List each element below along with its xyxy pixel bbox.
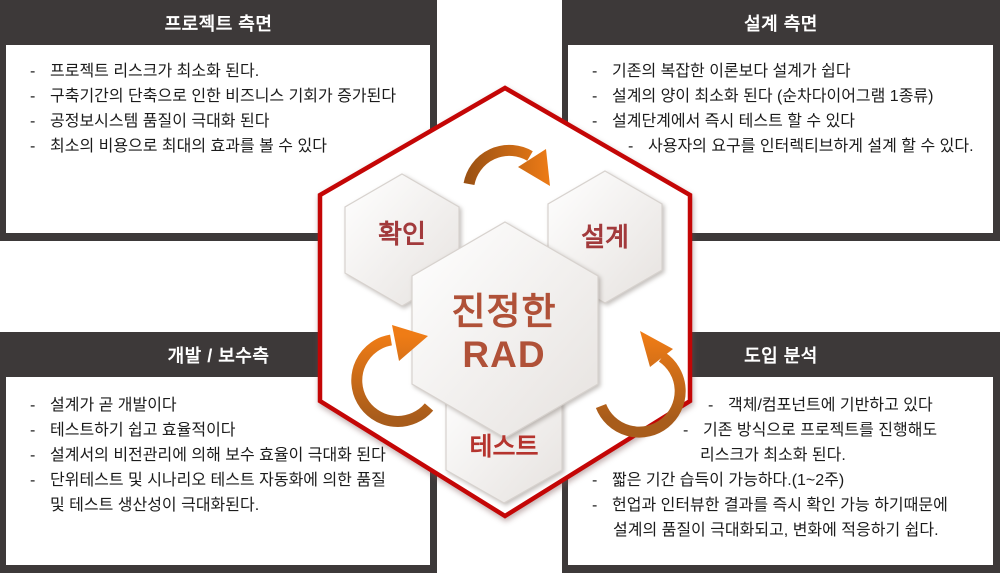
list-item-text: 최소의 비용으로 최대의 효과를 볼 수 있다: [50, 138, 327, 155]
center-rad-label-line2: RAD: [462, 334, 545, 375]
list-item-text: 설계가 곧 개발이다: [50, 397, 177, 414]
list-item: -단위테스트 및 시나리오 테스트 자동화에 의한 품질: [30, 468, 424, 493]
list-item-continuation: 및 테스트 생산성이 극대화된다.: [30, 493, 424, 518]
bullet-dash: -: [30, 447, 36, 464]
bullet-dash: -: [30, 113, 36, 130]
list-item-text: 설계의 양이 최소화 된다 (순차다이어그램 1종류): [612, 88, 934, 105]
panel-project-header: 프로젝트 측면: [0, 0, 437, 45]
list-item-text: 설계서의 비전관리에 의해 보수 효율이 극대화 된다: [50, 447, 386, 464]
panel-dev-header: 개발 / 보수측: [0, 332, 437, 377]
panel-project-content: -프로젝트 리스크가 최소화 된다. -구축기간의 단축으로 인한 비즈니스 기…: [6, 45, 430, 233]
bullet-dash: -: [30, 88, 36, 105]
list-item-text: 구축기간의 단축으로 인한 비즈니스 기회가 증가된다: [50, 88, 397, 105]
list-item: -기존 방식으로 프로젝트를 진행해도: [683, 418, 987, 443]
bullet-dash: -: [30, 422, 36, 439]
list-item-text: 기존의 복잡한 이론보다 설계가 쉽다: [612, 63, 851, 80]
list-item-text: 프로젝트 리스크가 최소화 된다.: [50, 63, 260, 80]
list-item: -사용자의 요구를 인터렉티브하게 설계 할 수 있다.: [628, 134, 987, 159]
list-item-text: 기존 방식으로 프로젝트를 진행해도: [703, 422, 938, 439]
hexagon-center-rad: [411, 221, 599, 439]
bullet-dash: -: [683, 422, 689, 439]
list-item-continuation: 설계의 품질이 극대화되고, 변화에 적응하기 쉽다.: [593, 518, 987, 543]
bullet-dash: -: [592, 63, 598, 80]
bullet-dash: -: [592, 497, 598, 514]
list-item: -구축기간의 단축으로 인한 비즈니스 기회가 증가된다: [30, 84, 424, 109]
list-item: -기존의 복잡한 이론보다 설계가 쉽다: [592, 59, 987, 84]
center-rad-label-line1: 진정한: [451, 291, 556, 332]
bullet-dash: -: [592, 113, 598, 130]
list-item-text: 헌업과 인터뷰한 결과를 즉시 확인 가능 하기때문에: [612, 497, 948, 514]
list-item-text: 짧은 기간 습득이 가능하다.(1~2주): [612, 472, 845, 489]
node-test-label: 테스트: [469, 433, 538, 461]
cycle-arrow-left: [351, 325, 434, 427]
bullet-dash: -: [30, 63, 36, 80]
list-item: -짧은 기간 습득이 가능하다.(1~2주): [592, 468, 987, 493]
list-item: -설계단계에서 즉시 테스트 할 수 있다: [592, 109, 987, 134]
bullet-dash: -: [592, 88, 598, 105]
cycle-arrow-top: [463, 144, 550, 186]
list-item: -설계가 곧 개발이다: [30, 393, 424, 418]
list-item: -객체/컴포넌트에 기반하고 있다: [708, 393, 987, 418]
list-item-text: 객체/컴포넌트에 기반하고 있다: [728, 397, 933, 414]
list-item-text: 설계의 품질이 극대화되고, 변화에 적응하기 쉽다.: [613, 522, 939, 539]
list-item: -설계의 양이 최소화 된다 (순차다이어그램 1종류): [592, 84, 987, 109]
bullet-dash: -: [592, 472, 598, 489]
panel-project-aspect: 프로젝트 측면 -프로젝트 리스크가 최소화 된다. -구축기간의 단축으로 인…: [0, 0, 437, 241]
list-item-text: 리스크가 최소화 된다.: [700, 447, 846, 464]
cycle-arrow-right: [595, 331, 686, 438]
bullet-dash: -: [708, 397, 714, 414]
panel-design-header: 설계 측면: [562, 0, 1000, 45]
bullet-dash: -: [30, 138, 36, 155]
panel-intro-header: 도입 분석: [562, 332, 1000, 377]
list-item-text: 단위테스트 및 시나리오 테스트 자동화에 의한 품질: [50, 472, 386, 489]
arrowhead-icon: [640, 331, 673, 367]
list-item: -설계서의 비전관리에 의해 보수 효율이 극대화 된다: [30, 443, 424, 468]
panel-dev-title: 개발 / 보수측: [167, 345, 270, 366]
list-item: -프로젝트 리스크가 최소화 된다.: [30, 59, 424, 84]
list-item: -공정보시스템 품질이 극대화 된다: [30, 109, 424, 134]
arrowhead-icon: [392, 325, 428, 361]
list-item-text: 설계단계에서 즉시 테스트 할 수 있다: [612, 113, 856, 130]
bullet-dash: -: [628, 138, 634, 155]
list-item-continuation: 리스크가 최소화 된다.: [680, 443, 987, 468]
panel-intro-title: 도입 분석: [744, 345, 818, 366]
panel-design-title: 설계 측면: [744, 13, 818, 34]
list-item: -최소의 비용으로 최대의 효과를 볼 수 있다: [30, 134, 424, 159]
bullet-dash: -: [30, 472, 36, 489]
list-item-text: 사용자의 요구를 인터렉티브하게 설계 할 수 있다.: [648, 138, 974, 155]
list-item-text: 테스트하기 쉽고 효율적이다: [50, 422, 236, 439]
list-item-text: 및 테스트 생산성이 극대화된다.: [50, 497, 260, 514]
bullet-dash: -: [30, 397, 36, 414]
node-design-label: 설계: [581, 222, 629, 252]
list-item: -헌업과 인터뷰한 결과를 즉시 확인 가능 하기때문에: [592, 493, 987, 518]
arrowhead-icon: [518, 149, 550, 186]
node-confirm-label: 확인: [378, 219, 426, 249]
list-item-text: 공정보시스템 품질이 극대화 된다: [50, 113, 270, 130]
list-item: -테스트하기 쉽고 효율적이다: [30, 418, 424, 443]
panel-project-title: 프로젝트 측면: [164, 13, 273, 34]
